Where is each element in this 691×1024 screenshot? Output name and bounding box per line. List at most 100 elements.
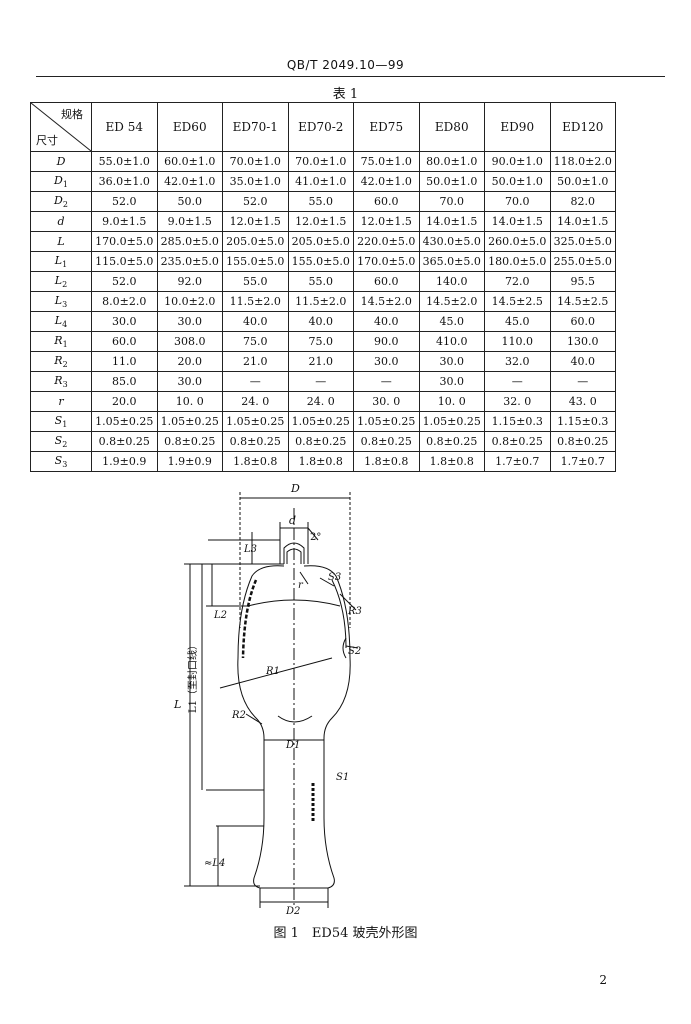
row-label: D: [30, 151, 92, 172]
row-label-subscript: 3: [62, 380, 68, 390]
table-cell: 1.9±0.9: [91, 451, 158, 472]
table-cell: 70.0±1.0: [287, 151, 354, 172]
table-cell: 14.5±2.0: [418, 291, 485, 312]
row-label-symbol: R: [54, 353, 63, 367]
table-cell: 42.0±1.0: [156, 171, 223, 192]
table-cell: 1.05±0.25: [353, 411, 420, 432]
label-R2: R2: [231, 710, 246, 721]
table-cell: 30.0: [418, 351, 485, 372]
row-label: S2: [30, 431, 92, 452]
row-label-symbol: R: [54, 333, 63, 347]
table-cell: 32. 0: [484, 391, 551, 412]
column-header: ED80: [418, 102, 485, 152]
label-S2: S2: [348, 646, 361, 657]
table-cell: 155.0±5.0: [287, 251, 354, 272]
table-cell: 14.5±2.5: [549, 291, 616, 312]
table-cell: 75.0: [222, 331, 289, 352]
table-cell: 1.9±0.9: [156, 451, 223, 472]
table-cell: 0.8±0.25: [418, 431, 485, 452]
table-cell: 72.0: [484, 271, 551, 292]
column-header: ED 54: [91, 102, 158, 152]
table-cell: 170.0±5.0: [353, 251, 420, 272]
table-cell: 35.0±1.0: [222, 171, 289, 192]
table-cell: 60.0: [91, 331, 158, 352]
table-cell: 60.0: [549, 311, 616, 332]
table-cell: 42.0±1.0: [353, 171, 420, 192]
table-cell: —: [484, 371, 551, 392]
table-cell: 40.0: [287, 311, 354, 332]
row-label-symbol: L: [57, 235, 65, 248]
table-cell: 0.8±0.25: [353, 431, 420, 452]
table-cell: 60.0±1.0: [156, 151, 223, 172]
table-cell: 10.0±2.0: [156, 291, 223, 312]
table-cell: 52.0: [91, 271, 158, 292]
row-label-symbol: L: [54, 313, 63, 327]
row-label-symbol: r: [58, 395, 64, 408]
table-cell: 9.0±1.5: [156, 211, 223, 232]
table-cell: 235.0±5.0: [156, 251, 223, 272]
row-label: S3: [30, 451, 92, 472]
table-cell: 1.7±0.7: [549, 451, 616, 472]
row-label-subscript: 2: [62, 200, 68, 210]
label-D1: D1: [285, 740, 300, 751]
table-cell: 1.05±0.25: [156, 411, 223, 432]
corner-bottom-label: 尺寸: [36, 134, 58, 147]
table-cell: 90.0: [353, 331, 420, 352]
table-cell: 1.8±0.8: [222, 451, 289, 472]
corner-cell: 规格尺寸: [30, 102, 92, 152]
column-header: ED120: [549, 102, 616, 152]
table-cell: 75.0±1.0: [353, 151, 420, 172]
table-cell: 40.0: [549, 351, 616, 372]
table-cell: 30.0: [156, 311, 223, 332]
table-cell: 40.0: [222, 311, 289, 332]
column-header: ED90: [484, 102, 551, 152]
table-cell: —: [353, 371, 420, 392]
table-cell: 55.0: [222, 271, 289, 292]
row-label-subscript: 1: [62, 340, 68, 350]
figure-caption: 图 1 ED54 玻壳外形图: [273, 926, 418, 941]
table-cell: 14.0±1.5: [549, 211, 616, 232]
table-cell: 205.0±5.0: [287, 231, 354, 252]
label-D2: D2: [285, 906, 300, 917]
table-cell: 30. 0: [353, 391, 420, 412]
table-cell: 24. 0: [222, 391, 289, 412]
row-label-subscript: 4: [62, 320, 68, 330]
label-L3: L3: [243, 544, 257, 555]
table-cell: 41.0±1.0: [287, 171, 354, 192]
table-cell: 11.5±2.0: [287, 291, 354, 312]
table-cell: 90.0±1.0: [484, 151, 551, 172]
table-cell: 430.0±5.0: [418, 231, 485, 252]
row-label-subscript: 3: [62, 460, 68, 470]
table-cell: 285.0±5.0: [156, 231, 223, 252]
table-cell: 55.0: [287, 271, 354, 292]
label-S1: S1: [336, 772, 349, 783]
row-label-symbol: R: [54, 373, 63, 387]
table-cell: 10. 0: [418, 391, 485, 412]
table-cell: 12.0±1.5: [287, 211, 354, 232]
table-cell: 55.0±1.0: [91, 151, 158, 172]
table-cell: 1.05±0.25: [287, 411, 354, 432]
table-cell: 130.0: [549, 331, 616, 352]
table-cell: 14.5±2.0: [353, 291, 420, 312]
table-cell: 14.0±1.5: [418, 211, 485, 232]
table-cell: 110.0: [484, 331, 551, 352]
table-cell: 1.8±0.8: [353, 451, 420, 472]
row-label-symbol: D: [56, 155, 66, 168]
row-label-symbol: L: [54, 253, 63, 267]
table-cell: 50.0±1.0: [484, 171, 551, 192]
table-cell: 115.0±5.0: [91, 251, 158, 272]
label-D: D: [290, 482, 300, 495]
row-label-symbol: D: [54, 173, 63, 187]
table-title: 表 1: [332, 87, 359, 102]
row-label-subscript: 3: [62, 300, 68, 310]
table-cell: 9.0±1.5: [91, 211, 158, 232]
label-r: r: [298, 580, 304, 591]
table-cell: 260.0±5.0: [484, 231, 551, 252]
